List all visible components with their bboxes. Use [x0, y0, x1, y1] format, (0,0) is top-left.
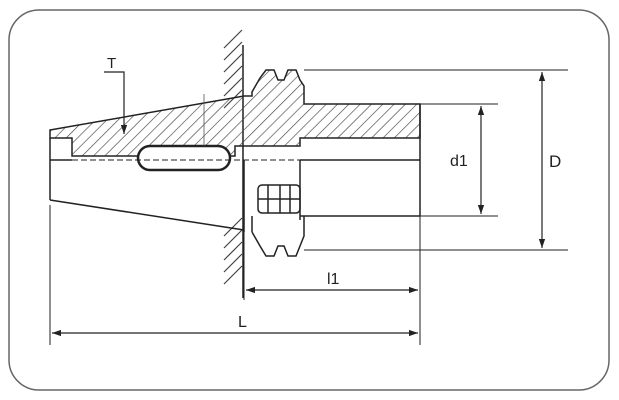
leader-T	[104, 71, 128, 134]
label-l1: l1	[327, 271, 340, 288]
holder-section-upper	[49, 69, 421, 157]
label-D: D	[549, 152, 561, 171]
spindle-wall-hatching	[223, 29, 243, 285]
label-L: L	[238, 314, 247, 331]
dimension-lines	[52, 71, 546, 337]
label-T: T	[107, 55, 116, 72]
label-d1: d1	[450, 153, 468, 170]
internal-bore	[72, 94, 300, 172]
drive-slots	[257, 184, 301, 214]
extension-lines	[49, 69, 568, 345]
drawing-frame	[8, 9, 610, 391]
holder-outline-lower	[49, 104, 421, 257]
